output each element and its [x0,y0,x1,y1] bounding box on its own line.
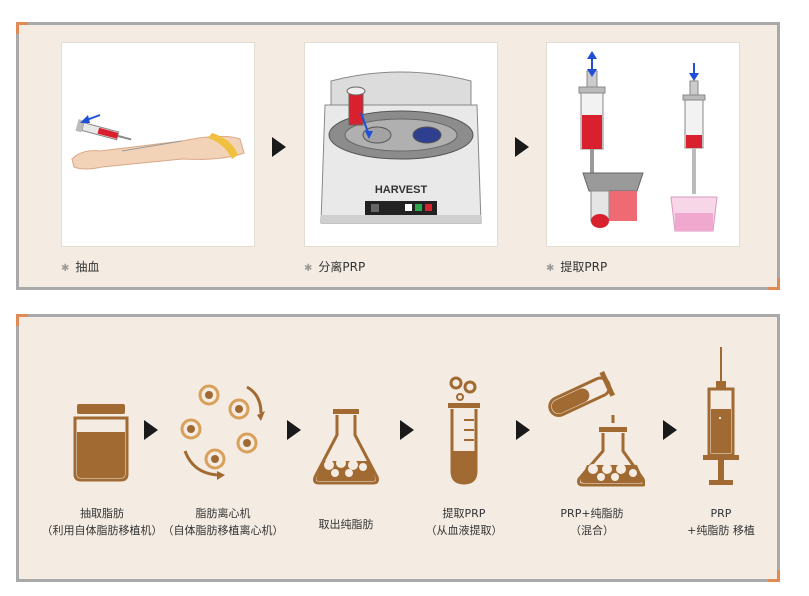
step-label: PRP+纯脂肪 （混合） [522,505,662,539]
bullet-icon: ✱ [61,263,69,274]
step-label: PRP +纯脂肪 移植 [651,505,791,539]
step-label-line2: +纯脂肪 移植 [651,522,791,539]
corner-accent [16,22,28,34]
prp-extraction-illustration [546,42,740,247]
step-label-line2: （混合） [522,522,662,539]
arrow-right-icon [515,137,529,157]
step-label: 脂肪离心机 （自体脂肪移植离心机） [153,505,293,539]
step-label-line1: PRP+纯脂肪 [522,505,662,522]
fat-jar-icon [71,402,131,482]
arrow-right-icon [287,420,301,440]
test-tube-icon [444,375,484,487]
arrow-right-icon [272,137,286,157]
step-caption-text: 分离PRP [318,260,365,274]
step-caption-text: 提取PRP [560,260,607,274]
arrow-right-icon [144,420,158,440]
step-label-line1: 抽取脂肪 [32,505,172,522]
arrow-right-icon [663,420,677,440]
blood-draw-illustration [61,42,255,247]
step-label-line1: 提取PRP [394,505,534,522]
arrow-right-icon [516,420,530,440]
centrifuge-cycle-icon [177,381,267,481]
step-label-line2: （从血液提取） [394,522,534,539]
arrow-right-icon [400,420,414,440]
prp-process-panel: ✱抽血 HARVEST ✱分 [16,22,780,290]
corner-accent [16,314,28,326]
step-label-line2: （自体脂肪移植离心机） [153,522,293,539]
step-label-line1: PRP [651,505,791,522]
flask-fat-icon [311,407,381,485]
step-caption: ✱ 分离PRP [304,258,365,275]
corner-accent [768,570,780,582]
bullet-icon: ✱ [304,263,312,274]
bullet-icon: ✱ [546,263,554,274]
centrifuge-illustration: HARVEST [304,42,498,247]
fat-graft-process-panel: 抽取脂肪 （利用自体脂肪移植机） 脂肪离心机 （自体脂肪移植离心机） 取出纯脂肪… [16,314,780,582]
step-caption: ✱ 抽血 [61,258,99,275]
mixing-flask-icon [541,369,645,487]
brand-logo: HARVEST [375,184,428,196]
step-label-line2: （利用自体脂肪移植机） [32,522,172,539]
syringe-icon [703,347,739,491]
step-label-line1: 脂肪离心机 [153,505,293,522]
step-caption-text: 抽血 [75,260,99,274]
step-caption: ✱ 提取PRP [546,258,607,275]
step-label: 提取PRP （从血液提取） [394,505,534,539]
corner-accent [768,278,780,290]
step-label: 抽取脂肪 （利用自体脂肪移植机） [32,505,172,539]
